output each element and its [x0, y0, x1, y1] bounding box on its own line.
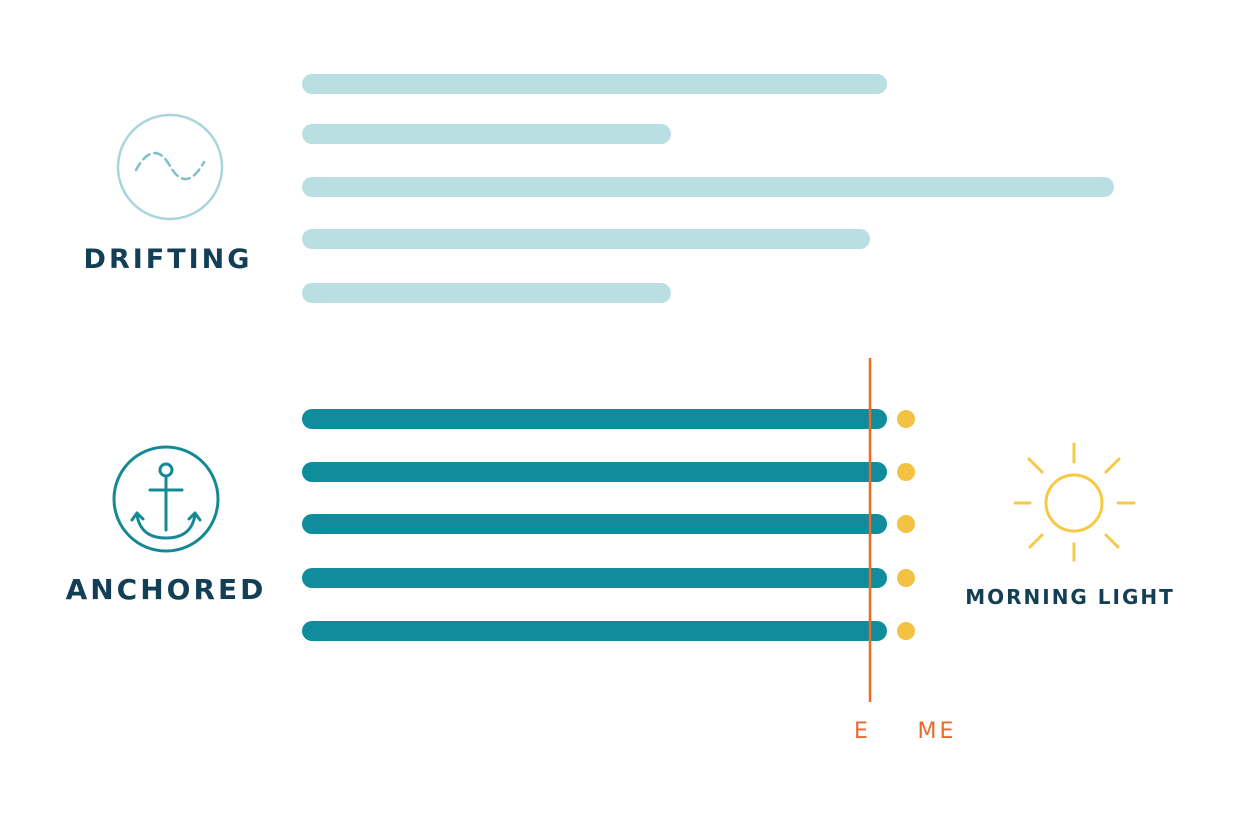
marker-dot-4	[897, 569, 915, 587]
marker-dots	[897, 410, 915, 640]
axis-label-left: E	[854, 719, 870, 744]
marker-dot-3	[897, 515, 915, 533]
wave-circle-icon	[116, 113, 224, 221]
drifting-bar-2	[302, 124, 671, 144]
drifting-label: DRIFTING	[84, 244, 253, 275]
anchor-icon	[112, 445, 220, 553]
anchored-bar-5	[302, 621, 887, 641]
marker-dot-5	[897, 622, 915, 640]
anchored-bar-2	[302, 462, 887, 482]
anchored-bar-1	[302, 409, 887, 429]
anchored-bar-3	[302, 514, 887, 534]
anchored-label: ANCHORED	[66, 573, 267, 606]
morning-light-label: MORNING LIGHT	[965, 585, 1175, 609]
drifting-bar-3	[302, 177, 1114, 197]
marker-dot-1	[897, 410, 915, 428]
sun-icon	[1013, 442, 1136, 562]
anchored-bar-4	[302, 568, 887, 588]
drifting-bar-4	[302, 229, 870, 249]
marker-dot-2	[897, 463, 915, 481]
drifting-bars	[302, 74, 1114, 303]
axis-label-right: ME	[918, 719, 957, 744]
drifting-bar-1	[302, 74, 887, 94]
anchored-bars	[302, 409, 887, 641]
drifting-bar-5	[302, 283, 671, 303]
